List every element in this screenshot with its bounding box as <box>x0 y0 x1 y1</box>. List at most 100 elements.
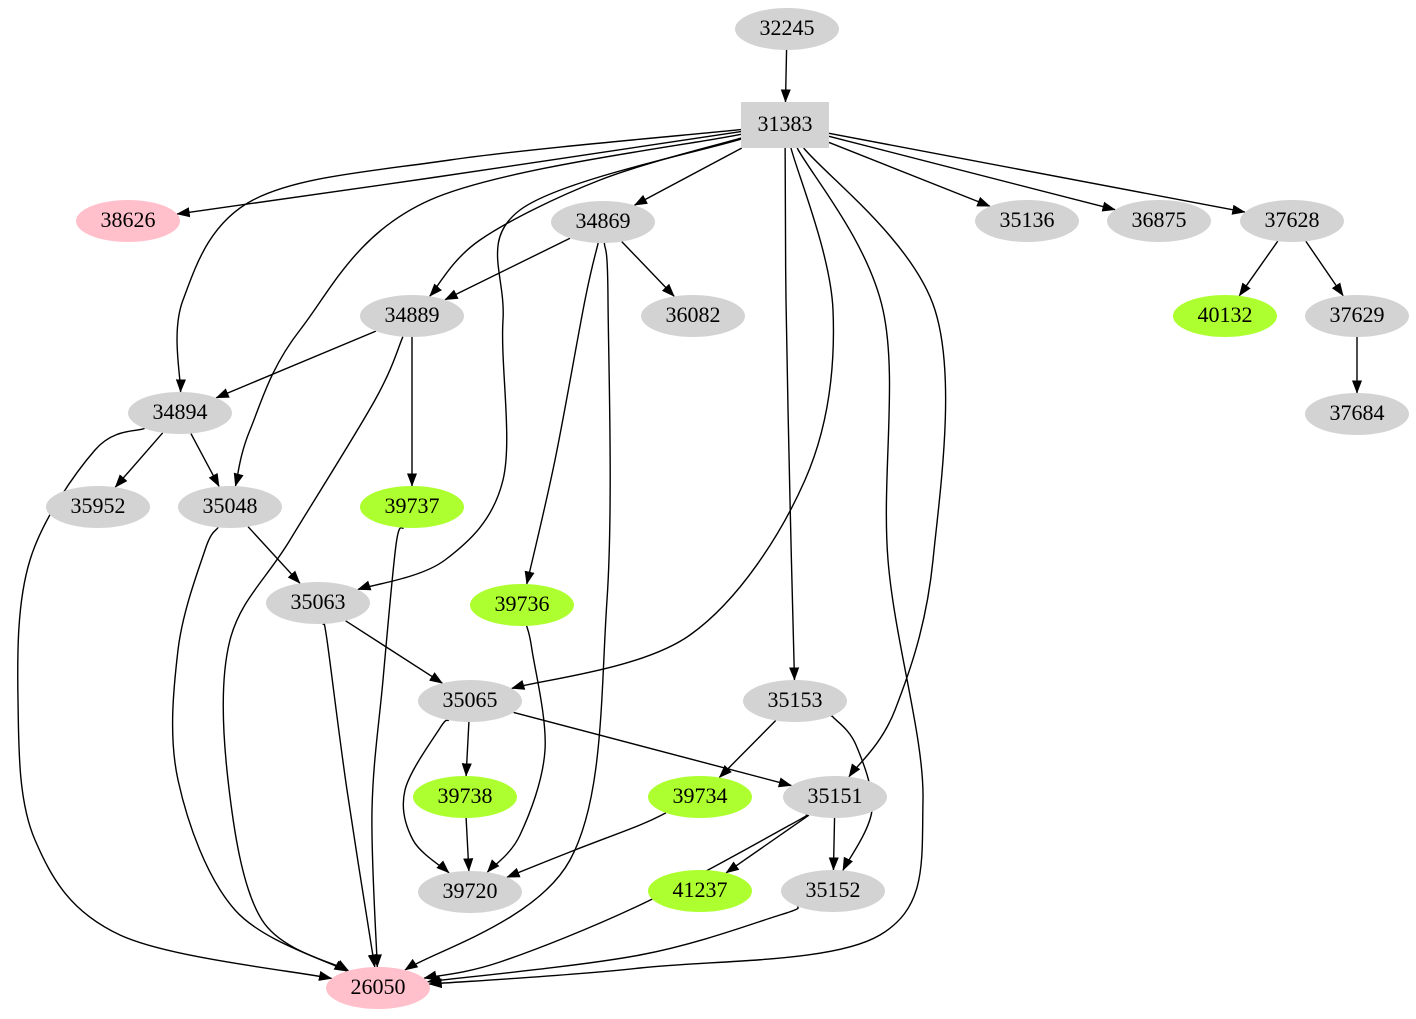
node-37628: 37628 <box>1240 200 1344 242</box>
node-39737: 39737 <box>360 486 464 528</box>
node-ellipse-shape <box>418 871 522 913</box>
node-ellipse-shape <box>360 486 464 528</box>
node-32245: 32245 <box>735 8 839 50</box>
node-35153: 35153 <box>743 680 847 722</box>
edge-31383-35063 <box>357 138 742 591</box>
node-ellipse-shape <box>1240 200 1344 242</box>
node-35151: 35151 <box>783 776 887 818</box>
node-35063: 35063 <box>266 582 370 624</box>
node-label-41237: 41237 <box>673 877 728 902</box>
node-label-39720: 39720 <box>443 878 498 903</box>
edge-35063-26050 <box>322 621 378 968</box>
node-label-38626: 38626 <box>101 207 156 232</box>
node-ellipse-shape <box>1305 393 1409 435</box>
node-ellipse-shape <box>128 392 232 434</box>
edge-31383-37628 <box>828 132 1246 215</box>
node-40132: 40132 <box>1173 295 1277 337</box>
edge-35048-35063 <box>247 526 301 584</box>
node-ellipse-shape <box>975 200 1079 242</box>
edge-34894-35048 <box>190 433 220 488</box>
node-39720: 39720 <box>418 871 522 913</box>
node-35136: 35136 <box>975 200 1079 242</box>
node-label-37629: 37629 <box>1330 302 1385 327</box>
node-34869: 34869 <box>551 201 655 243</box>
edge-31383-35151 <box>803 147 947 778</box>
node-ellipse-shape <box>360 295 464 337</box>
edge-34889-34894 <box>215 330 377 399</box>
node-35048: 35048 <box>178 486 282 528</box>
node-34889: 34889 <box>360 295 464 337</box>
node-35152: 35152 <box>781 870 885 912</box>
edge-35152-26050 <box>426 906 799 986</box>
edge-37628-40132 <box>1238 240 1279 297</box>
edge-31383-34869 <box>633 147 743 206</box>
node-35952: 35952 <box>46 486 150 528</box>
node-ellipse-shape <box>418 680 522 722</box>
edge-37628-37629 <box>1305 240 1344 297</box>
edge-35151-26050 <box>423 813 809 981</box>
edge-34894-26050 <box>17 427 333 981</box>
edge-35151-41237 <box>725 814 810 874</box>
node-ellipse-shape <box>648 776 752 818</box>
node-label-39736: 39736 <box>495 591 550 616</box>
node-37684: 37684 <box>1305 393 1409 435</box>
edge-35065-35151 <box>513 711 793 788</box>
edge-34869-39736 <box>524 242 599 585</box>
edge-31383-35065 <box>511 147 835 690</box>
node-label-36082: 36082 <box>666 302 721 327</box>
edge-31383-35136 <box>828 141 991 207</box>
node-label-39738: 39738 <box>438 783 493 808</box>
node-label-34869: 34869 <box>576 208 631 233</box>
node-34894: 34894 <box>128 392 232 434</box>
edge-32245-31383 <box>780 49 791 103</box>
node-label-34894: 34894 <box>153 399 208 424</box>
node-label-35151: 35151 <box>808 783 863 808</box>
edge-31383-38626 <box>176 130 742 218</box>
edge-39738-39720 <box>463 817 474 872</box>
edge-34869-26050 <box>404 242 611 971</box>
node-label-34889: 34889 <box>385 302 440 327</box>
node-37629: 37629 <box>1305 295 1409 337</box>
node-35065: 35065 <box>418 680 522 722</box>
node-label-35153: 35153 <box>768 687 823 712</box>
node-38626: 38626 <box>76 200 180 242</box>
node-ellipse-shape <box>735 8 839 50</box>
edge-35065-39720 <box>402 719 450 874</box>
edge-39734-39720 <box>506 812 667 878</box>
node-39736: 39736 <box>470 584 574 626</box>
node-ellipse-shape <box>470 584 574 626</box>
edge-39737-26050 <box>371 527 404 968</box>
node-ellipse-shape <box>783 776 887 818</box>
node-label-35063: 35063 <box>291 589 346 614</box>
node-ellipse-shape <box>266 582 370 624</box>
node-ellipse-shape <box>743 680 847 722</box>
nodes-layer: 32245 31383 38626 34869 35136 36875 37628 34889… <box>46 8 1409 1009</box>
node-box-shape <box>741 102 829 148</box>
node-label-37684: 37684 <box>1330 400 1385 425</box>
node-label-39734: 39734 <box>673 783 728 808</box>
edges-layer <box>17 49 1363 989</box>
edge-34889-26050 <box>222 336 404 972</box>
node-label-36875: 36875 <box>1132 207 1187 232</box>
node-31383: 31383 <box>741 102 829 148</box>
node-ellipse-shape <box>76 200 180 242</box>
node-ellipse-shape <box>648 870 752 912</box>
node-ellipse-shape <box>1173 295 1277 337</box>
node-39734: 39734 <box>648 776 752 818</box>
edge-35153-39734 <box>718 720 777 778</box>
node-label-32245: 32245 <box>760 15 815 40</box>
node-ellipse-shape <box>1107 200 1211 242</box>
node-ellipse-shape <box>551 201 655 243</box>
node-label-37628: 37628 <box>1265 207 1320 232</box>
node-36082: 36082 <box>641 295 745 337</box>
edge-31383-36875 <box>828 135 1116 212</box>
edge-34869-36082 <box>621 241 675 297</box>
node-ellipse-shape <box>781 870 885 912</box>
node-label-35065: 35065 <box>443 687 498 712</box>
node-41237: 41237 <box>648 870 752 912</box>
node-label-31383: 31383 <box>758 111 813 136</box>
edge-35151-35152 <box>828 817 839 871</box>
edge-35065-39738 <box>461 721 472 777</box>
